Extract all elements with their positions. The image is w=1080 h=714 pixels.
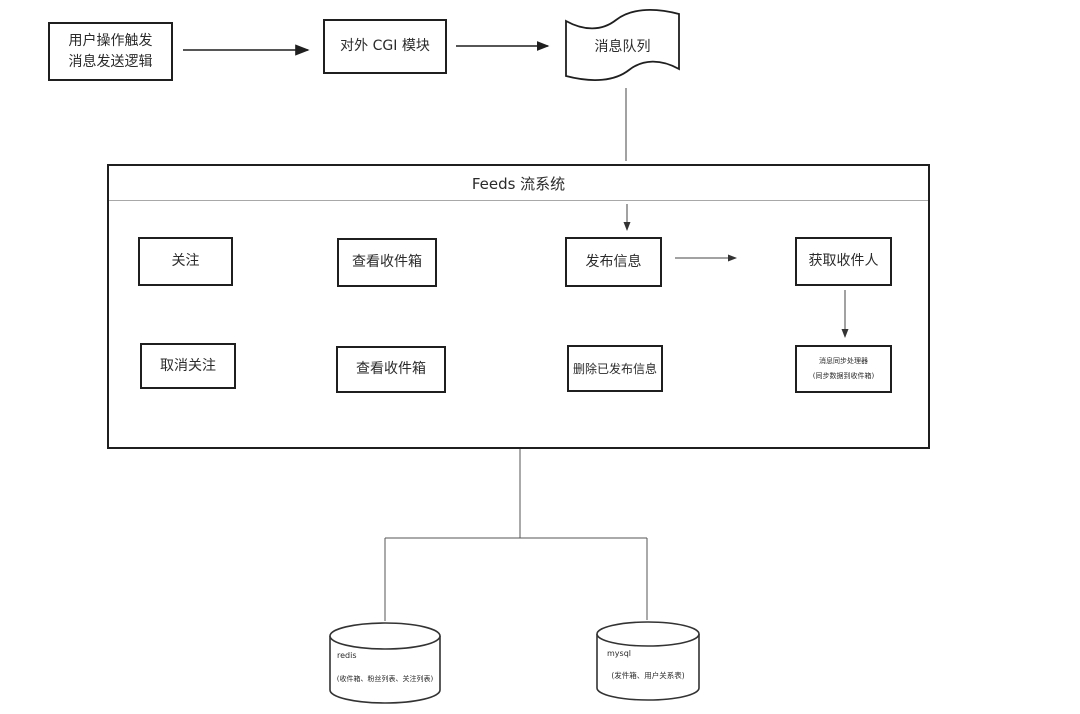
node-sync-processor-line1: 消息同步处理器 (819, 357, 868, 366)
node-view-inbox-2-label: 查看收件箱 (356, 361, 426, 377)
node-delete-published: 删除已发布信息 (567, 345, 663, 392)
node-view-inbox-2: 查看收件箱 (336, 346, 446, 393)
node-user-trigger-line2: 消息发送逻辑 (68, 53, 153, 70)
node-get-recipients-label: 获取收件人 (808, 253, 879, 269)
node-view-inbox-1-label: 查看收件箱 (352, 254, 422, 270)
node-publish: 发布信息 (565, 237, 662, 287)
node-follow-label: 关注 (171, 253, 200, 269)
redis-db-detail: (收件箱、粉丝列表、关注列表) (336, 675, 434, 683)
node-cgi-module: 对外 CGI 模块 (323, 19, 447, 74)
redis-cylinder (329, 622, 441, 704)
feeds-system-container: Feeds 流系统 (107, 164, 930, 449)
node-sync-processor: 消息同步处理器 (同步数据到收件箱) (795, 345, 892, 393)
node-unfollow-label: 取消关注 (160, 357, 216, 374)
mysql-cylinder (596, 621, 700, 701)
node-get-recipients: 获取收件人 (795, 237, 892, 286)
node-cgi-label: 对外 CGI 模块 (340, 38, 430, 54)
node-publish-label: 发布信息 (585, 253, 642, 270)
node-user-trigger-line1: 用户操作触发 (68, 32, 153, 49)
node-message-queue-label: 消息队列 (594, 39, 651, 55)
node-unfollow: 取消关注 (140, 343, 236, 389)
mysql-db-label: mysql (607, 649, 631, 658)
redis-db-label: redis (337, 651, 357, 660)
mysql-db-detail: (发件箱、用户关系表) (611, 671, 685, 680)
feeds-system-header: Feeds 流系统 (109, 166, 928, 201)
feeds-system-title: Feeds 流系统 (471, 174, 566, 193)
node-user-trigger: 用户操作触发 消息发送逻辑 (48, 22, 173, 81)
node-sync-processor-line2: (同步数据到收件箱) (812, 372, 875, 380)
node-follow: 关注 (138, 237, 233, 286)
node-view-inbox-1: 查看收件箱 (337, 238, 437, 287)
node-delete-published-label: 删除已发布信息 (572, 361, 657, 376)
message-queue-shape (565, 9, 680, 81)
